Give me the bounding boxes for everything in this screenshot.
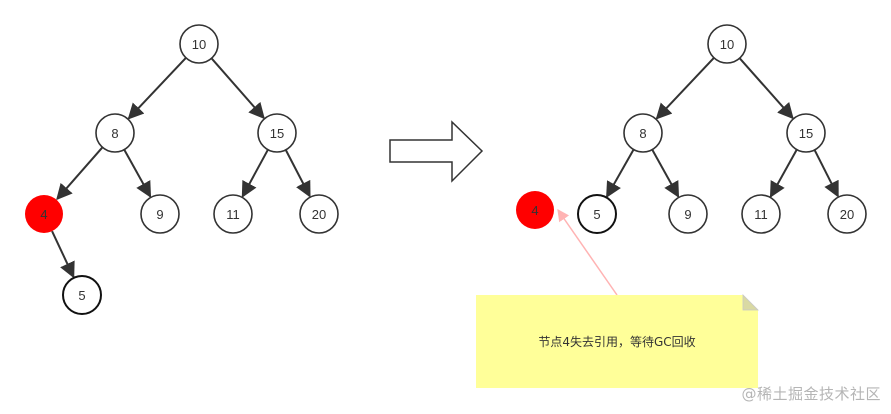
right-edge-8-5 [606,149,635,199]
right-edge-15-11 [769,149,798,198]
left-node-15: 15 [257,113,297,153]
right-node-10: 10 [707,24,747,64]
note-body [476,295,758,388]
left-node-4: 4 [25,195,63,233]
right-node-circle-8 [623,113,663,153]
right-node-label-15: 15 [799,126,813,141]
left-node-label-15: 15 [270,126,284,141]
left-edge-15-11 [241,149,269,198]
left-edge-10-8 [127,57,187,120]
left-node-20: 20 [299,194,339,234]
right-node-20: 20 [827,194,867,234]
right-node-5: 5 [577,194,617,234]
left-node-label-4: 4 [40,207,47,222]
left-edge-10-15 [210,57,265,120]
note-fold [742,294,759,311]
left-node-circle-4 [25,195,63,233]
left-edge-4-5 [51,230,75,279]
left-node-label-11: 11 [226,207,240,222]
right-edge-10-8 [655,57,715,120]
left-node-5: 5 [62,275,102,315]
right-node-11: 11 [741,194,781,234]
left-node-9: 9 [140,194,180,234]
right-node-circle-10 [707,24,747,64]
left-node-11: 11 [213,194,253,234]
left-node-label-10: 10 [192,37,206,52]
right-tree-edges [606,57,839,199]
left-node-10: 10 [179,24,219,64]
right-node-circle-4 [516,191,554,229]
right-edge-15-20 [813,149,839,198]
right-node-label-10: 10 [720,37,734,52]
right-node-label-5: 5 [593,207,600,222]
right-node-9: 9 [668,194,708,234]
left-edge-8-4 [56,146,104,201]
note-text: 节点4失去引用，等待GC回收 [538,334,695,349]
right-node-8: 8 [623,113,663,153]
gc-note: 节点4失去引用，等待GC回收 [476,294,759,388]
right-node-circle-9 [668,194,708,234]
left-node-circle-20 [299,194,339,234]
transition-arrow [389,120,484,183]
right-node-label-4: 4 [531,203,538,218]
right-edge-10-15 [738,57,794,120]
left-edge-8-9 [123,149,152,198]
left-node-circle-11 [213,194,253,234]
right-node-label-9: 9 [684,207,691,222]
right-node-circle-20 [827,194,867,234]
left-node-circle-9 [140,194,180,234]
left-node-label-5: 5 [78,288,85,303]
left-edge-15-20 [284,149,311,198]
note-pointer-line [557,209,618,296]
left-node-circle-5 [62,275,102,315]
left-node-circle-8 [95,113,135,153]
left-node-label-9: 9 [156,207,163,222]
left-node-circle-15 [257,113,297,153]
right-node-label-20: 20 [840,207,854,222]
right-node-4: 4 [516,191,554,229]
right-node-circle-15 [786,113,826,153]
right-node-circle-11 [741,194,781,234]
right-tree-nodes: 10 8 15 5 9 11 20 4 [516,24,867,234]
right-node-label-8: 8 [639,126,646,141]
right-node-15: 15 [786,113,826,153]
watermark-text: @稀土掘金技术社区 [741,385,881,403]
left-tree-edges [51,57,311,279]
left-node-circle-10 [179,24,219,64]
right-node-label-11: 11 [754,207,768,222]
left-node-8: 8 [95,113,135,153]
left-node-label-20: 20 [312,207,326,222]
right-edge-8-9 [651,149,680,198]
left-tree-nodes: 10 8 15 4 9 11 20 5 [25,24,339,315]
left-node-label-8: 8 [111,126,118,141]
right-node-circle-5 [577,194,617,234]
